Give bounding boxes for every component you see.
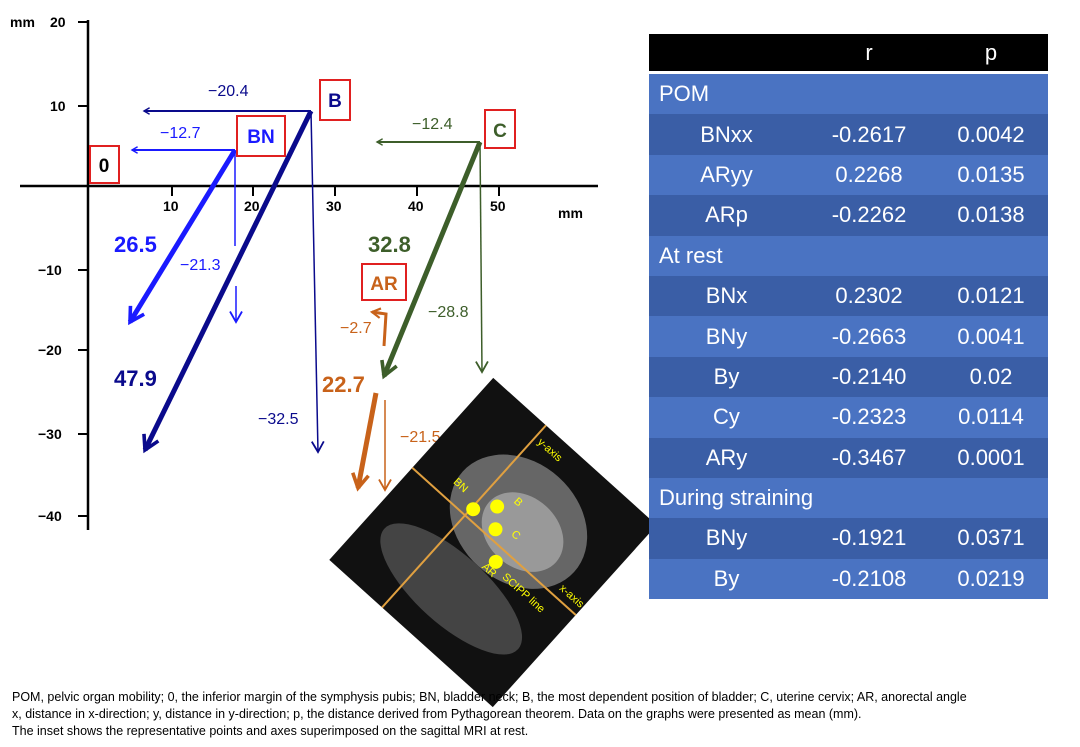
table-header: r p: [649, 34, 1048, 74]
c-p-value: 32.8: [368, 232, 411, 257]
p-value: 0.0041: [934, 316, 1048, 357]
y-tick: −40: [38, 508, 62, 524]
r-value: -0.3467: [804, 437, 934, 478]
r-value: 0.2268: [804, 154, 934, 196]
p-value: 0.0114: [934, 397, 1048, 438]
p-value: 0.0135: [934, 154, 1048, 196]
row-label: Cy: [649, 397, 804, 438]
x-tick: 10: [163, 198, 179, 214]
point-b-label: B: [328, 91, 342, 112]
row-label: BNy: [649, 518, 804, 559]
x-tick: 50: [490, 198, 506, 214]
bn-x-value: −12.7: [160, 125, 201, 142]
b-x-value: −20.4: [208, 83, 249, 100]
x-tick: 40: [408, 198, 424, 214]
ar-x-arrow: [369, 307, 388, 347]
b-y-arrow: [310, 110, 325, 454]
p-value: 0.0371: [934, 518, 1048, 559]
c-y-arrow: [475, 141, 489, 374]
row-label: BNx: [649, 275, 804, 317]
section-label: POM: [649, 72, 1048, 115]
y-tick: −10: [38, 262, 62, 278]
inset-y-axis-label: y-axis: [534, 436, 565, 465]
row-label: ARp: [649, 195, 804, 236]
c-x-value: −12.4: [412, 116, 453, 133]
bn-y-value: −21.3: [180, 257, 221, 274]
p-value: 0.02: [934, 356, 1048, 398]
row-label: ARyy: [649, 154, 804, 196]
r-value: -0.2323: [804, 397, 934, 438]
p-value: 0.0121: [934, 275, 1048, 317]
y-tick: −20: [38, 342, 62, 358]
c-y-value: −28.8: [428, 304, 469, 321]
r-value: 0.2302: [804, 275, 934, 317]
header-blank: [649, 34, 804, 74]
row-label: By: [649, 558, 804, 600]
b-p-arrow: [142, 109, 314, 454]
bn-p-arrow: [127, 148, 238, 326]
row-label: BNy: [649, 316, 804, 357]
caption-line: The inset shows the representative point…: [12, 724, 529, 738]
row-label: ARy: [649, 437, 804, 478]
p-value: 0.0001: [934, 437, 1048, 478]
r-value: -0.2262: [804, 195, 934, 236]
inset-x-axis-label: x-axis: [556, 582, 587, 611]
point-ar-label: AR: [370, 274, 398, 295]
p-value: 0.0219: [934, 558, 1048, 600]
section-label: During straining: [649, 477, 1048, 519]
ar-x-value: −2.7: [340, 320, 372, 337]
r-value: -0.2108: [804, 558, 934, 600]
r-value: -0.2617: [804, 114, 934, 155]
p-value: 0.0042: [934, 114, 1048, 155]
c-p-arrow: [380, 141, 483, 380]
y-tick: 20: [50, 14, 66, 30]
table-section-row: POM: [649, 72, 1048, 115]
pom-vector-diagram: mm 20 10 −10 −20 −30 −40 10 20 30 40 50 …: [10, 14, 598, 530]
ar-p-value: 22.7: [322, 372, 365, 397]
y-unit-label: mm: [10, 14, 35, 30]
y-tick: 10: [50, 98, 66, 114]
section-label: At rest: [649, 235, 1048, 276]
r-value: -0.2140: [804, 356, 934, 398]
header-p: p: [934, 34, 1048, 74]
ar-p-arrow: [351, 392, 379, 492]
p-value: 0.0138: [934, 195, 1048, 236]
row-label: BNxx: [649, 114, 804, 155]
row-label: By: [649, 356, 804, 398]
x-tick: 30: [326, 198, 342, 214]
y-tick: −30: [38, 426, 62, 442]
table-section-row: During straining: [649, 477, 1048, 519]
bn-p-value: 26.5: [114, 232, 157, 257]
figure-caption: POM, pelvic organ mobility; 0, the infer…: [12, 689, 967, 740]
header-r: r: [804, 34, 934, 74]
b-p-value: 47.9: [114, 366, 157, 391]
x-unit-label: mm: [558, 205, 583, 221]
caption-line: POM, pelvic organ mobility; 0, the infer…: [12, 690, 967, 704]
x-tick: 20: [244, 198, 260, 214]
r-value: -0.1921: [804, 518, 934, 559]
table-section-row: At rest: [649, 235, 1048, 276]
r-value: -0.2663: [804, 316, 934, 357]
caption-line: x, distance in x-direction; y, distance …: [12, 707, 862, 721]
point-origin-label: 0: [99, 156, 110, 177]
point-bn-label: BN: [247, 127, 274, 148]
point-c-label: C: [493, 121, 507, 142]
ar-y-value: −21.5: [400, 429, 441, 446]
b-y-value: −32.5: [258, 411, 299, 428]
